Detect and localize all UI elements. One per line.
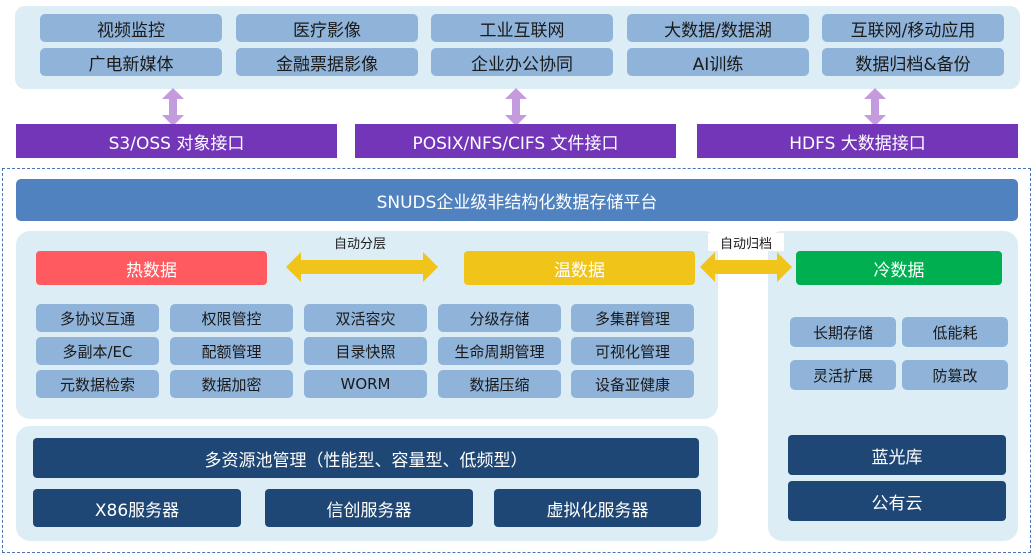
- app-chip: 金融票据影像: [236, 48, 418, 76]
- double-arrow-icon: [864, 88, 886, 126]
- app-chip: 互联网/移动应用: [822, 14, 1004, 42]
- cold-feature-chip: 防篡改: [902, 360, 1008, 390]
- app-chip: 医疗影像: [236, 14, 418, 42]
- cold-data-label: 冷数据: [796, 251, 1002, 285]
- hot-data-label: 热数据: [36, 251, 267, 285]
- resource-pool-management: 多资源池管理（性能型、容量型、低频型）: [33, 438, 699, 478]
- double-arrow-icon: [162, 88, 184, 126]
- app-chip: 工业互联网: [431, 14, 613, 42]
- app-chip: 大数据/数据湖: [627, 14, 809, 42]
- double-arrow-horizontal-icon: [286, 252, 438, 282]
- feature-chip: 多副本/EC: [36, 337, 159, 365]
- app-chip: 广电新媒体: [40, 48, 222, 76]
- app-chip: 企业办公协同: [431, 48, 613, 76]
- application-panel: 视频监控 医疗影像 工业互联网 大数据/数据湖 互联网/移动应用 广电新媒体 金…: [15, 6, 1020, 89]
- feature-chip: 可视化管理: [571, 337, 694, 365]
- feature-chip: 多集群管理: [571, 304, 694, 332]
- feature-chip: 多协议互通: [36, 304, 159, 332]
- feature-chip: 配额管理: [170, 337, 293, 365]
- feature-chip: 数据加密: [170, 370, 293, 398]
- platform-title: SNUDS企业级非结构化数据存储平台: [16, 179, 1018, 221]
- feature-chip: 目录快照: [304, 337, 427, 365]
- xinchuang-server: 信创服务器: [265, 489, 473, 527]
- warm-data-label: 温数据: [464, 251, 695, 285]
- s3-oss-interface: S3/OSS 对象接口: [16, 124, 337, 158]
- feature-chip: 权限管控: [170, 304, 293, 332]
- cold-feature-chip: 长期存储: [790, 317, 896, 347]
- feature-chip: 双活容灾: [304, 304, 427, 332]
- app-chip: 数据归档&备份: [822, 48, 1004, 76]
- auto-archive-label: 自动归档: [708, 233, 784, 252]
- auto-tiering-label: 自动分层: [333, 236, 386, 252]
- platform-frame: [2, 168, 1031, 553]
- hdfs-interface: HDFS 大数据接口: [697, 124, 1018, 158]
- feature-chip: 数据压缩: [438, 370, 561, 398]
- feature-chip: WORM: [304, 370, 427, 398]
- feature-chip: 设备亚健康: [571, 370, 694, 398]
- double-arrow-horizontal-icon: [700, 252, 792, 282]
- x86-server: X86服务器: [33, 489, 241, 527]
- public-cloud: 公有云: [788, 481, 1006, 521]
- double-arrow-icon: [505, 88, 527, 126]
- virtualization-server: 虚拟化服务器: [494, 489, 701, 527]
- app-chip: 视频监控: [40, 14, 222, 42]
- feature-chip: 生命周期管理: [438, 337, 561, 365]
- cold-feature-chip: 灵活扩展: [790, 360, 896, 390]
- app-chip: AI训练: [627, 48, 809, 76]
- blu-ray-library: 蓝光库: [788, 435, 1006, 475]
- feature-chip: 元数据检索: [36, 370, 159, 398]
- feature-chip: 分级存储: [438, 304, 561, 332]
- cold-feature-chip: 低能耗: [902, 317, 1008, 347]
- posix-nfs-cifs-interface: POSIX/NFS/CIFS 文件接口: [355, 124, 676, 158]
